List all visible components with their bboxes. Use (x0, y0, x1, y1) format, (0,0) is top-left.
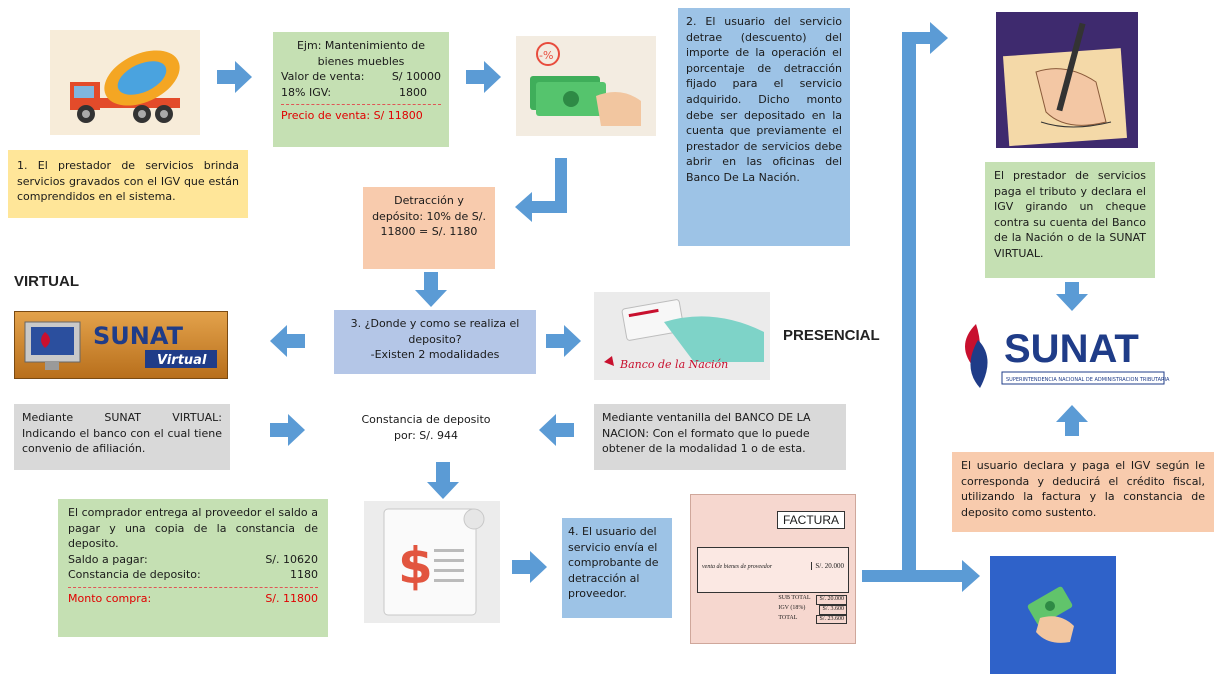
percent-badge: -% (539, 49, 553, 62)
hand-money-illustration (990, 556, 1116, 674)
sunat-virtual-sub: Virtual (157, 353, 207, 368)
igv-value-factura: S/. 3.600 (819, 604, 847, 615)
sunat-subtitle: SUPERINTENDENCIA NACIONAL DE ADMINISTRAC… (1006, 377, 1170, 383)
step3-box: 3. ¿Donde y como se realiza el deposito?… (334, 310, 536, 374)
igv-label: 18% IGV: (281, 85, 332, 99)
balance-value: S/. 10620 (265, 552, 318, 566)
truck-illustration (50, 30, 200, 135)
total-label-factura: TOTAL (778, 614, 798, 621)
presencial-heading: PRESENCIAL (783, 327, 880, 344)
example-igv-row: 18% IGV: 1800 (281, 85, 441, 101)
subtotal-value: S/. 20.000 (816, 595, 847, 605)
sunat-virtual-logo: SUNAT Virtual (14, 311, 228, 379)
provider-pays-text: El prestador de servicios paga el tribut… (994, 169, 1146, 261)
step1-box: 1. El prestador de servicios brinda serv… (8, 150, 248, 218)
buyer-intro: El comprador entrega al proveedor el sal… (68, 506, 318, 551)
step4-text: 4. El usuario del servicio envía el comp… (568, 525, 659, 601)
step2-box: 2. El usuario del servicio detrae (descu… (678, 8, 850, 246)
step2-text: 2. El usuario del servicio detrae (descu… (686, 15, 842, 185)
step3-modalities: -Existen 2 modalidades (370, 348, 500, 362)
factura-line-amount: S/. 20.000 (811, 562, 844, 570)
step3-question: 3. ¿Donde y como se realiza el deposito? (350, 317, 520, 346)
deposit-label: Constancia de deposito: (68, 568, 201, 582)
user-declares-text: El usuario declara y paga el IGV según l… (961, 459, 1205, 519)
dollar-sign: $ (398, 537, 433, 595)
bank-name: Banco de la Nación (619, 358, 728, 371)
step1-text: 1. El prestador de servicios brinda serv… (17, 159, 239, 204)
virtual-heading: VIRTUAL (14, 273, 79, 290)
balance-row: Saldo a pagar: S/. 10620 (68, 552, 318, 568)
factura-totals: SUB TOTAL S/. 20.000 IGV (18%) S/. 3.600 T… (778, 595, 847, 625)
detraction-box: Detracción y depósito: 10% de S/. 11800 … (363, 187, 495, 269)
sale-price: Precio de venta: S/ 11800 (281, 109, 423, 123)
arrow-right (512, 551, 547, 583)
igv-label-factura: IGV (18%) (778, 604, 806, 611)
sale-value: S/ 10000 (391, 70, 441, 84)
arrow-bent (515, 158, 567, 222)
arrow-right (466, 61, 501, 93)
arrow-down (1056, 282, 1088, 311)
user-declares-box: El usuario declara y paga el IGV según l… (952, 452, 1214, 532)
detraction-text: Detracción y depósito: 10% de S/. 11800 … (372, 194, 486, 239)
deposit-value: 1180 (290, 568, 318, 582)
arrow-left (539, 414, 574, 446)
arrow-down (415, 272, 447, 307)
constancia-text: Constancia de deposito por: S/. 944 (361, 413, 491, 442)
dashed-divider (68, 587, 318, 589)
receipt-illustration: $ (364, 501, 500, 623)
arrow-down (427, 462, 459, 499)
factura-illustration: FACTURA venta de bienes de proveedor S/.… (690, 494, 856, 644)
total-label: Monto compra: (68, 592, 152, 606)
arrow-right (546, 325, 581, 357)
example-title-line2: bienes muebles (317, 54, 405, 68)
example-box: Ejm: Mantenimiento de bienes muebles Val… (273, 32, 449, 147)
sale-label: Valor de venta: (281, 70, 365, 84)
deposit-row: Constancia de deposito: 1180 (68, 567, 318, 583)
sunat-wordmark: SUNAT (1004, 327, 1139, 371)
arrow-left (270, 325, 305, 357)
signing-illustration (996, 12, 1138, 148)
factura-line-item: venta de bienes de proveedor (702, 564, 773, 570)
factura-title: FACTURA (776, 511, 845, 529)
buyer-box: El comprador entrega al proveedor el sal… (58, 499, 328, 637)
sunat-virtual-text: Mediante SUNAT VIRTUAL: Indicando el ban… (22, 411, 222, 456)
bank-text: Mediante ventanilla del BANCO DE LA NACI… (602, 411, 811, 456)
bank-box: Mediante ventanilla del BANCO DE LA NACI… (594, 404, 846, 470)
sunat-virtual-box: Mediante SUNAT VIRTUAL: Indicando el ban… (14, 404, 230, 470)
example-sale-row: Valor de venta: S/ 10000 (281, 69, 441, 85)
subtotal-label: SUB TOTAL (778, 595, 811, 601)
balance-label: Saldo a pagar: (68, 552, 148, 566)
example-title-line1: Ejm: Mantenimiento de (296, 39, 426, 52)
dashed-divider (281, 104, 441, 106)
total-row: Monto compra: S/. 11800 (68, 591, 318, 607)
banco-nacion-illustration: Banco de la Nación (594, 292, 770, 380)
sunat-logo: SUNAT SUPERINTENDENCIA NACIONAL DE ADMIN… (954, 316, 1174, 400)
arrow-up (1056, 405, 1088, 436)
total-value-factura: S/. 23.600 (816, 614, 847, 625)
sunat-virtual-main: SUNAT (93, 322, 184, 350)
arrow-right (270, 414, 305, 446)
arrow-right (217, 61, 252, 93)
provider-pays-box: El prestador de servicios paga el tribut… (985, 162, 1155, 278)
step4-box: 4. El usuario del servicio envía el comp… (562, 518, 672, 618)
factura-line-box: venta de bienes de proveedor S/. 20.000 (697, 547, 849, 593)
igv-value: 1800 (399, 85, 427, 99)
money-percent-illustration: -% (516, 36, 656, 136)
total-value: S/. 11800 (265, 592, 318, 606)
